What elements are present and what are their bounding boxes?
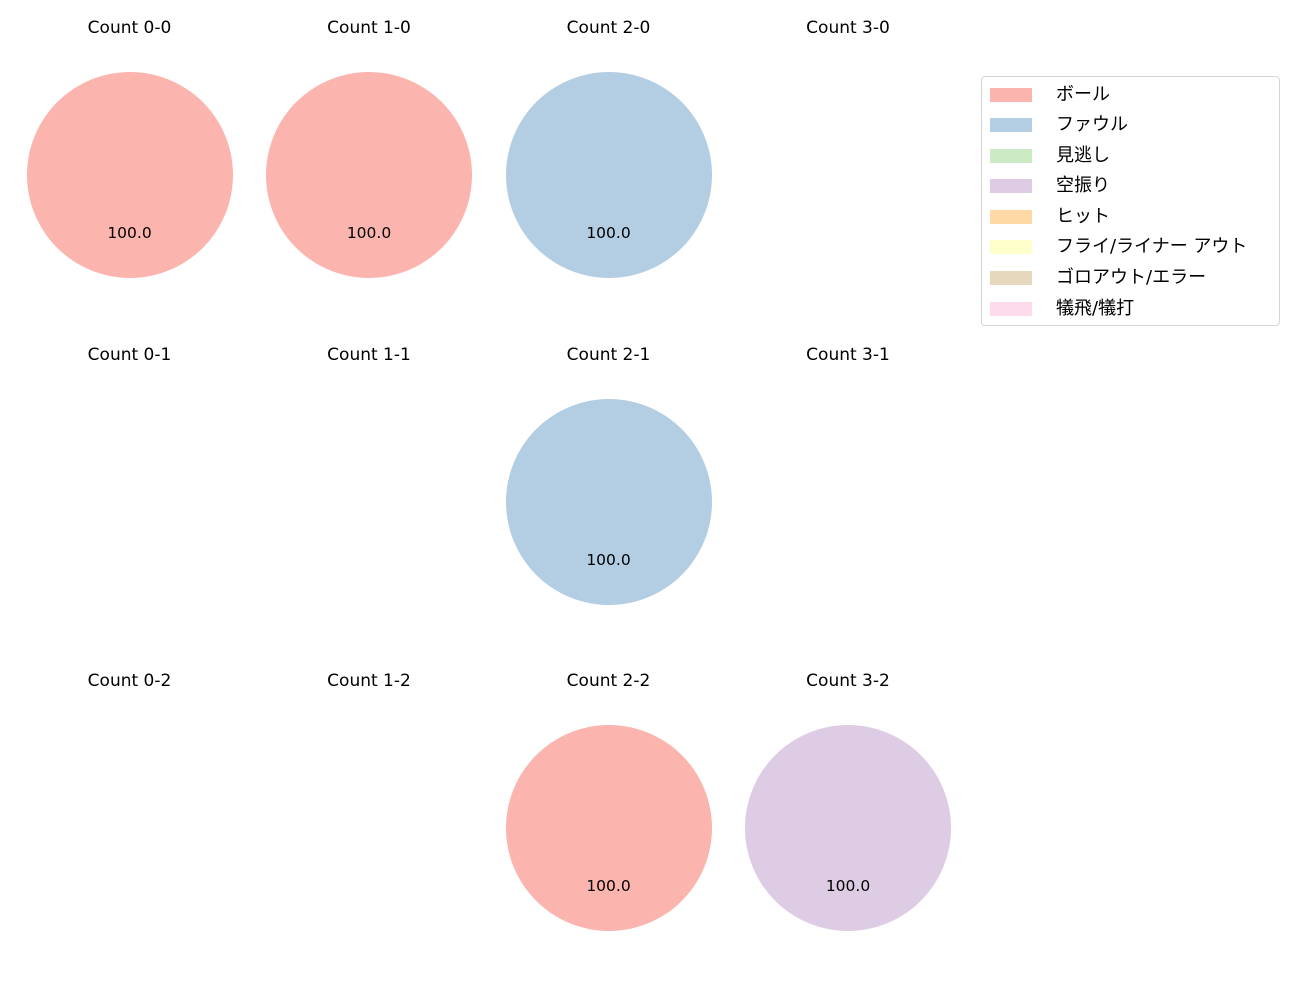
pct-label: 100.0 <box>825 877 871 895</box>
pie-slice: 100.0 <box>266 72 472 278</box>
panel-title: Count 0-2 <box>87 671 172 691</box>
panel-title: Count 3-2 <box>806 671 890 691</box>
legend-swatch <box>990 118 1032 132</box>
panel-title: Count 0-0 <box>87 18 172 38</box>
panel-title: Count 1-1 <box>327 344 411 365</box>
legend-label: ヒット <box>1056 206 1110 227</box>
legend-label: 見逃し <box>1056 145 1110 166</box>
pct-label: 100.0 <box>586 877 631 895</box>
legend: ボール ファウル 見逃し 空振り ヒット フライ/ライナー アウト ゴロアウト/… <box>981 76 1280 326</box>
panel-title: Count 0-1 <box>87 344 172 365</box>
pie-slice: 100.0 <box>505 72 712 278</box>
pct-label: 100.0 <box>586 224 631 242</box>
panel-title: Count 3-1 <box>806 344 890 365</box>
pie-panel: Count 1-2 <box>249 653 489 979</box>
legend-swatch <box>990 271 1032 285</box>
legend-swatch <box>990 88 1032 102</box>
panel-title: Count 2-0 <box>566 18 651 38</box>
panel-title: Count 3-0 <box>806 18 890 38</box>
panel-title: Count 1-2 <box>327 671 411 691</box>
legend-label: ゴロアウト/エラー <box>1056 267 1207 288</box>
pie-panel: Count 2-2 100.0 <box>489 653 729 979</box>
pie-panel: Count 1-1 <box>249 327 489 653</box>
legend-swatch <box>990 240 1032 254</box>
pie-panel: Count 0-1 <box>10 327 250 653</box>
legend-label: フライ/ライナー アウト <box>1056 236 1248 257</box>
panel-title: Count 2-1 <box>566 344 651 365</box>
legend-label: 犠飛/犠打 <box>1056 298 1135 319</box>
legend-swatch <box>990 210 1032 224</box>
panel-title: Count 2-2 <box>566 671 651 691</box>
pie-slice: 100.0 <box>505 398 712 605</box>
pie-panel: Count 3-1 <box>728 327 968 653</box>
pie-panel: Count 1-0 100.0 <box>249 0 489 326</box>
pie-slice: 100.0 <box>26 72 233 278</box>
pie-slice: 100.0 <box>505 725 712 931</box>
pct-label: 100.0 <box>346 224 392 242</box>
pie-slice: 100.0 <box>745 725 951 931</box>
pct-label: 100.0 <box>107 224 152 242</box>
legend-label: ファウル <box>1056 114 1128 135</box>
panel-title: Count 1-0 <box>327 18 411 38</box>
pie-panel: Count 0-0 100.0 <box>10 0 250 326</box>
pie-panel: Count 2-1 100.0 <box>489 327 729 653</box>
legend-swatch <box>990 149 1032 163</box>
legend-swatch <box>990 179 1032 193</box>
pie-panel: Count 0-2 <box>10 653 250 979</box>
legend-label: 空振り <box>1056 175 1110 196</box>
pie-panel: Count 3-0 <box>728 0 968 326</box>
pie-panel: Count 2-0 100.0 <box>489 0 729 326</box>
legend-swatch <box>990 302 1032 316</box>
pct-label: 100.0 <box>586 550 631 569</box>
pie-panel: Count 3-2 100.0 <box>728 653 968 979</box>
legend-label: ボール <box>1056 84 1110 105</box>
